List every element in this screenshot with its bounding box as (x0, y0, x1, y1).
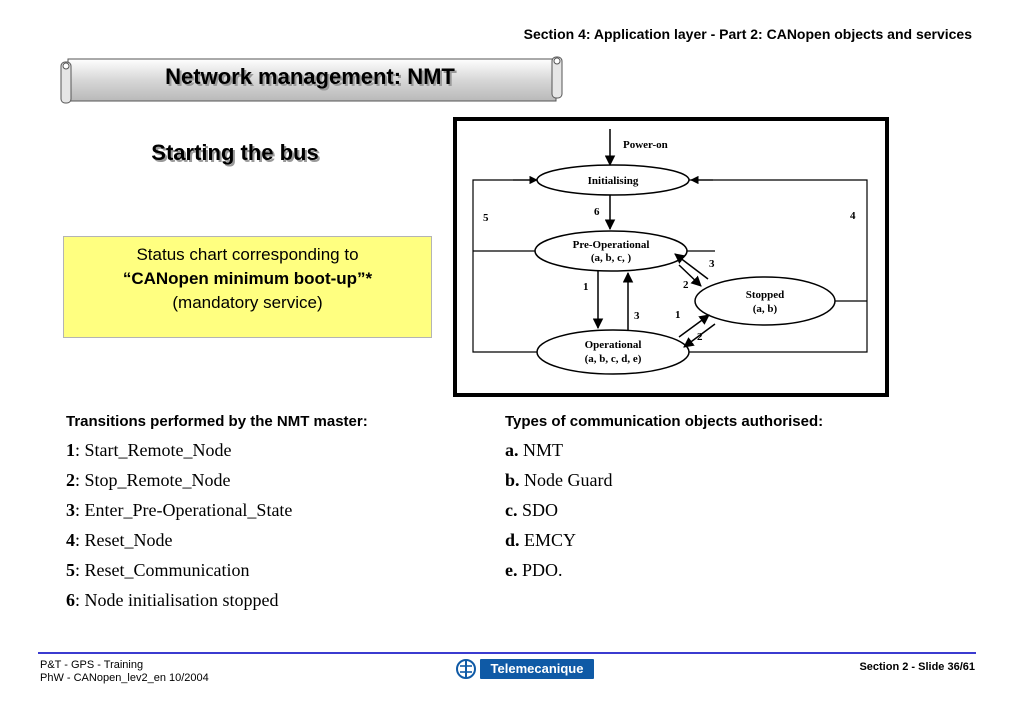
list-item: c. SDO (505, 500, 559, 520)
list-item: a. NMT (505, 440, 563, 460)
status-line-3: (mandatory service) (172, 293, 323, 312)
transition-3-left-label: 3 (634, 310, 640, 322)
footer-line-2: PhW - CANopen_lev2_en 10/2004 (40, 672, 209, 684)
footer-line-1: P&T - GPS - Training (40, 659, 144, 671)
state-initialising-label: Initialising (588, 175, 639, 187)
transition-2-lower-label: 2 (697, 331, 703, 343)
state-stopped-label: Stopped (746, 289, 785, 301)
transition-1-right-arrow (678, 314, 710, 338)
list-item: 4: Reset_Node (66, 530, 173, 550)
transition-4-loop (689, 179, 868, 353)
brand-logo-text: Telemecanique (480, 659, 594, 679)
list-item: 2: Stop_Remote_Node (66, 470, 231, 490)
objects-list: a. NMT b. Node Guard c. SDO d. EMCY e. P… (505, 435, 613, 585)
transition-1-right-label: 1 (675, 309, 681, 321)
list-item: d. EMCY (505, 530, 577, 550)
transition-2-upper-arrow (678, 264, 702, 287)
transition-6-label: 6 (594, 206, 600, 218)
list-item: e. PDO. (505, 560, 563, 580)
state-operational (536, 329, 690, 375)
section-header: Section 4: Application layer - Part 2: C… (523, 26, 972, 42)
telemecanique-logo-icon (456, 659, 476, 679)
list-item: b. Node Guard (505, 470, 613, 490)
page-title: Network management: NMT (165, 64, 455, 89)
transition-1-left-label: 1 (583, 281, 589, 293)
status-line-1: Status chart corresponding to (136, 245, 359, 264)
subtitle: Starting the bus (151, 140, 319, 165)
state-operational-label: Operational (585, 339, 642, 351)
state-operational-objects: (a, b, c, d, e) (585, 353, 642, 365)
transition-3-right-arrow (674, 253, 709, 280)
state-pre-operational-label: Pre-Operational (573, 239, 650, 251)
list-item: 6: Node initialisation stopped (66, 590, 279, 610)
footer-divider (38, 652, 976, 654)
status-line-2: “CANopen minimum boot-up”* (122, 269, 373, 288)
list-item: 3: Enter_Pre-Operational_State (66, 500, 293, 520)
slide-number: Section 2 - Slide 36/61 (859, 661, 975, 673)
transition-3-right-label: 3 (709, 258, 715, 270)
state-pre-operational (534, 230, 688, 272)
objects-heading: Types of communication objects authorise… (505, 413, 824, 430)
state-stopped (694, 276, 836, 326)
status-chart-note: Status chart corresponding to “CANopen m… (63, 236, 432, 338)
nmt-state-diagram: Power-on Initialising Pre-Operational (a… (453, 117, 889, 397)
transition-2-lower-arrow (683, 323, 716, 348)
state-pre-operational-objects: (a, b, c, ) (591, 252, 632, 264)
transition-5-label: 5 (483, 212, 489, 224)
transition-2-upper-label: 2 (683, 279, 689, 291)
transition-5-loop (472, 179, 537, 353)
title-scroll-banner (60, 56, 563, 104)
list-item: 1: Start_Remote_Node (66, 440, 232, 460)
power-on-label: Power-on (623, 139, 668, 151)
transitions-list: 1: Start_Remote_Node 2: Stop_Remote_Node… (66, 435, 292, 615)
state-stopped-objects: (a, b) (753, 303, 778, 315)
transition-4-label: 4 (850, 210, 856, 222)
list-item: 5: Reset_Communication (66, 560, 250, 580)
footer-info: P&T - GPS - Training PhW - CANopen_lev2_… (40, 659, 209, 685)
transitions-heading: Transitions performed by the NMT master: (66, 413, 368, 430)
